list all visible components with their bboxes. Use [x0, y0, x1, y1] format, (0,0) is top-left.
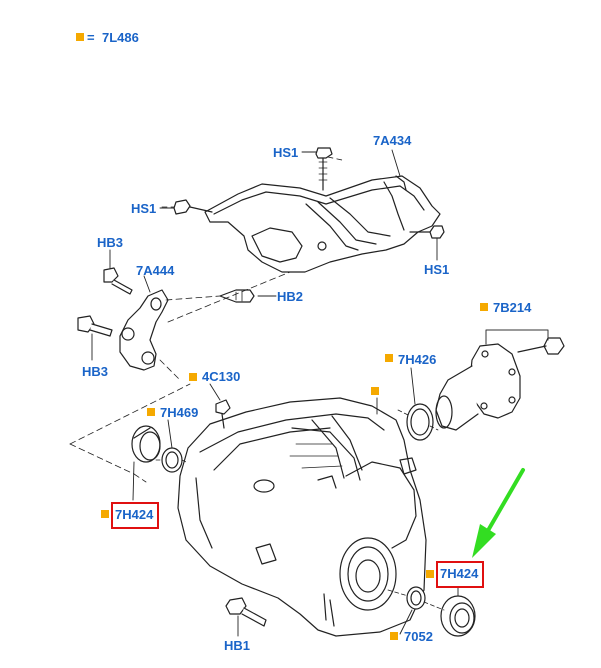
seal-7h469 [161, 447, 183, 473]
marker-7h424-right [426, 570, 434, 578]
marker-7b214 [480, 303, 488, 311]
bolt-hb1 [225, 597, 267, 627]
label-7052: 7052 [404, 629, 433, 644]
label-7b214: 7B214 [493, 300, 532, 315]
seal-7052 [406, 586, 426, 610]
label-7h469: 7H469 [160, 405, 199, 420]
bolt-hb3-bottom [77, 315, 113, 337]
legend-marker [76, 33, 84, 41]
label-7a434: 7A434 [373, 133, 412, 148]
label-hb1: HB1 [224, 638, 251, 653]
highlight-box-7h424-right [436, 561, 484, 588]
label-7h424-left: 7H424 [115, 507, 154, 522]
bolt-hb3-top [103, 267, 133, 295]
marker-4c130 [189, 373, 197, 381]
legend-code: 7L486 [102, 30, 139, 45]
legend-equals: = [87, 30, 95, 45]
label-7h424-right: 7H424 [440, 566, 479, 581]
bolt-7b214 [517, 337, 565, 355]
label-hb3-top: HB3 [97, 235, 124, 250]
heat-shield-7a434 [204, 175, 441, 273]
marker-7h469 [147, 408, 155, 416]
label-4c130: 4C130 [202, 369, 241, 384]
seal-7h426 [406, 403, 434, 441]
marker-housing [371, 387, 379, 395]
breather-4c130 [215, 399, 231, 429]
seal-7h424-left [131, 425, 161, 463]
highlight-box-7h424-left [111, 502, 159, 529]
label-hb2: HB2 [277, 289, 304, 304]
green-arrow [472, 468, 525, 558]
label-hs1-left: HS1 [131, 201, 157, 216]
label-hs1-right: HS1 [424, 262, 450, 277]
marker-7h426 [385, 354, 393, 362]
label-7a444: 7A444 [136, 263, 175, 278]
bracket-7a444 [119, 289, 169, 371]
flange-7b214 [435, 343, 521, 431]
bolt-hs1-top [315, 147, 333, 191]
label-hb3-bottom: HB3 [82, 364, 109, 379]
marker-7052 [390, 632, 398, 640]
label-hs1-top: HS1 [273, 145, 299, 160]
seal-7h424-right [440, 595, 476, 637]
label-7h426: 7H426 [398, 352, 437, 367]
marker-7h424-left [101, 510, 109, 518]
differential-housing [177, 397, 427, 637]
bolt-hs1-right [409, 225, 445, 239]
bolt-hb2 [219, 289, 255, 303]
